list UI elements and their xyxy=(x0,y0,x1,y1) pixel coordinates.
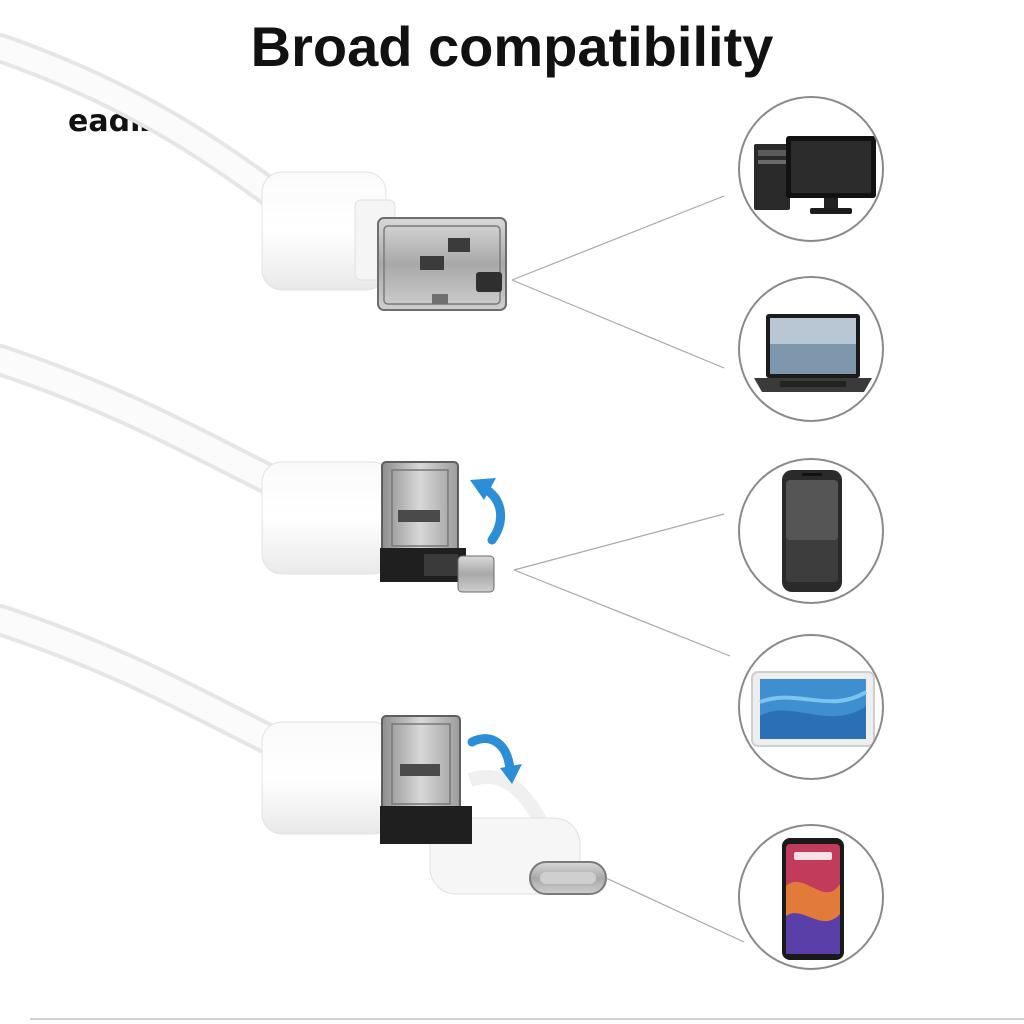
line-to-phone xyxy=(513,513,725,571)
android-phone-icon xyxy=(738,458,884,604)
rotate-down-arrowhead xyxy=(500,764,522,784)
rotate-down-arrow-icon xyxy=(467,734,515,775)
micro-usb-connector-icon xyxy=(380,461,495,593)
usb-a-connector-icon xyxy=(377,217,507,311)
page-title: Broad compatibility xyxy=(250,15,774,78)
line-to-type-c-phone xyxy=(605,877,745,943)
desktop-computer-icon xyxy=(738,96,884,242)
connection-lines xyxy=(511,195,745,943)
laptop-icon xyxy=(738,276,884,422)
line-to-laptop xyxy=(511,279,725,369)
tablet-icon xyxy=(738,634,884,780)
usb-c-connector-icon xyxy=(380,715,607,895)
line-to-tablet xyxy=(513,569,731,657)
rotate-up-arrowhead xyxy=(470,478,496,500)
line-to-desktop xyxy=(511,195,725,281)
micro-usb-cable xyxy=(0,344,393,575)
type-c-phone-icon xyxy=(738,824,884,970)
usb-a-cable xyxy=(0,33,396,291)
type-c-cable xyxy=(0,604,581,895)
bottom-divider xyxy=(30,1018,1024,1020)
rotate-up-arrow-icon xyxy=(479,483,506,545)
